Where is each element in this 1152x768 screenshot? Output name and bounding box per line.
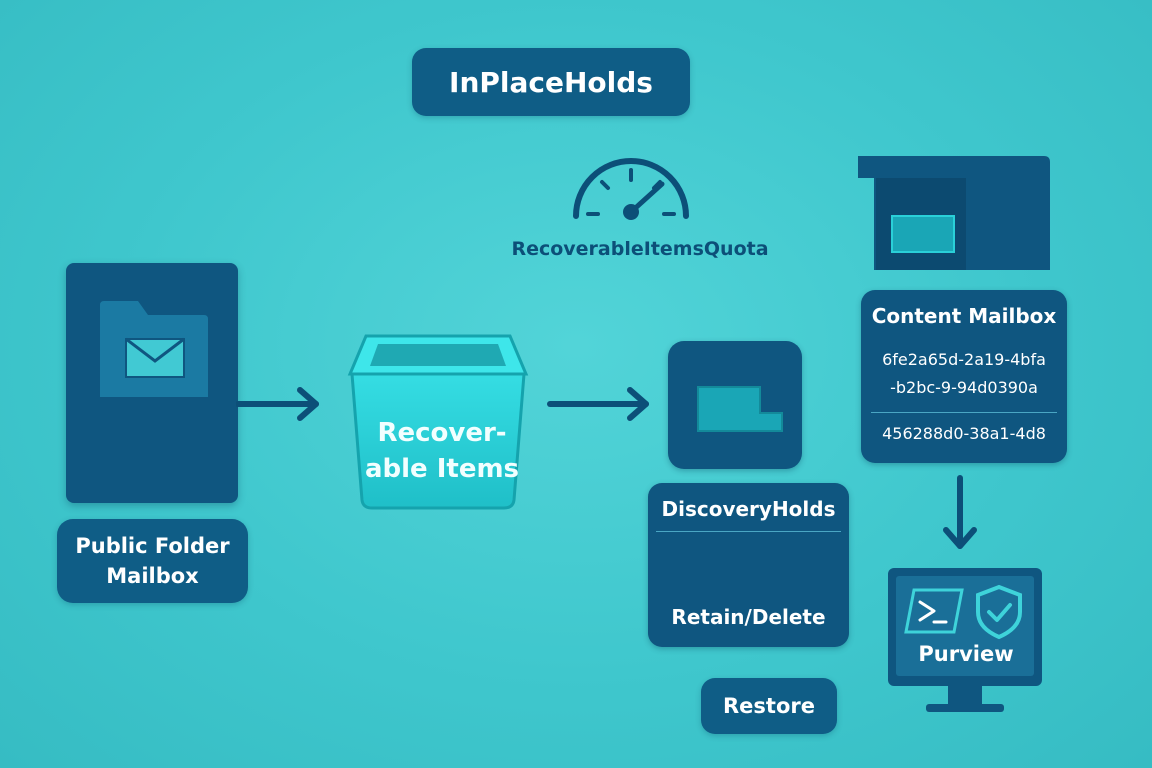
recoverable-items-line1: Recover- <box>377 418 507 448</box>
mail-folder-icon <box>100 301 208 397</box>
recoverable-items-label: Recover- able Items <box>360 415 524 487</box>
content-mailbox-box: Content Mailbox 6fe2a65d-2a19-4bfa -b2bc… <box>861 290 1067 463</box>
divider <box>656 531 841 532</box>
folder-icon <box>697 386 783 432</box>
arrow-right-icon <box>236 387 319 421</box>
terminal-icon <box>904 588 964 634</box>
content-mailbox-title: Content Mailbox <box>871 304 1057 328</box>
monitor-icon <box>888 568 1042 712</box>
guid-line-1: 6fe2a65d-2a19-4bfa <box>882 350 1046 369</box>
discovery-folder-tile <box>668 341 802 469</box>
purview-label: Purview <box>918 642 1014 666</box>
quota-label: RecoverableItemsQuota <box>511 238 769 260</box>
diagram-title: InPlaceHolds <box>412 48 690 116</box>
shield-check-icon <box>976 584 1022 640</box>
public-folder-label: Public Folder Mailbox <box>57 519 248 603</box>
bin-icon <box>347 334 529 510</box>
restore-button[interactable]: Restore <box>701 678 837 734</box>
mailbox-tray-icon <box>858 156 1050 270</box>
discovery-holds-box: DiscoveryHolds Retain/Delete <box>648 483 849 647</box>
arrow-down-icon <box>943 475 977 549</box>
arrow-right-icon <box>547 387 649 421</box>
guid-line-2: -b2bc-9-94d0390a <box>890 378 1038 397</box>
discovery-holds-title: DiscoveryHolds <box>661 497 836 521</box>
public-folder-label-line2: Mailbox <box>106 564 199 588</box>
recoverable-items-line2: able Items <box>364 454 520 484</box>
divider <box>871 412 1057 413</box>
guid-line-3: 456288d0-38a1-4d8 <box>882 424 1046 443</box>
public-folder-document <box>66 263 238 503</box>
gauge-icon <box>573 158 689 220</box>
purview-monitor: Purview <box>886 566 1046 718</box>
retain-delete-label: Retain/Delete <box>671 605 826 629</box>
public-folder-label-line1: Public Folder <box>75 534 230 558</box>
